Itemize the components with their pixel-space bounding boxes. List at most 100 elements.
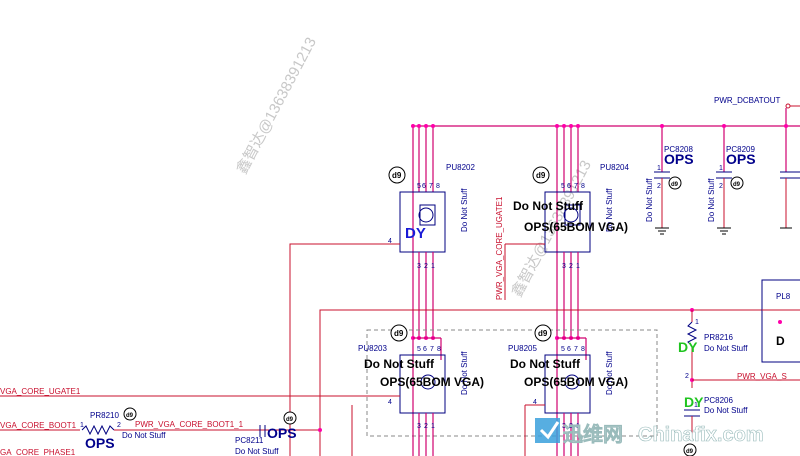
svg-text:7: 7 — [429, 183, 433, 190]
svg-text:1: 1 — [576, 423, 580, 430]
svg-text:2: 2 — [657, 183, 661, 190]
chinafix-logo: 迅维网 Chinafix.com — [535, 418, 764, 446]
resistor-pr8216: 1 2 PR8216 Do Not Stuff DY PWR_VGA_S — [678, 308, 800, 388]
partial-d: D — [776, 334, 785, 348]
rail-terminal — [785, 103, 791, 109]
svg-text:4: 4 — [388, 238, 392, 245]
dns-pu8205: Do Not Stuff — [605, 351, 614, 395]
svg-text:d9: d9 — [126, 413, 134, 419]
wire-ugate-pu8202 — [289, 243, 400, 456]
overlay-do-not-stuff-2: Do Not Stuff — [364, 357, 435, 371]
net-label-phase-left: GA_CORE_PHASE1 — [0, 448, 76, 456]
dns-pc8211: Do Not Stuff — [235, 447, 279, 456]
svg-text:1: 1 — [657, 165, 661, 172]
svg-text:7: 7 — [430, 346, 434, 353]
svg-text:5: 5 — [417, 183, 421, 190]
dns-pu8204: Do Not Stuff — [605, 188, 614, 232]
svg-text:8: 8 — [436, 183, 440, 190]
svg-text:d9: d9 — [686, 449, 694, 455]
svg-text:6: 6 — [567, 346, 571, 353]
svg-text:2: 2 — [424, 423, 428, 430]
mark-dy-pu8202: DY — [405, 225, 426, 242]
svg-text:d9: d9 — [538, 329, 548, 338]
svg-text:1: 1 — [431, 423, 435, 430]
dns-pu8203: Do Not Stuff — [460, 351, 469, 395]
cap-pc8206: 1 PC8206 Do Not Stuff DY d9 — [683, 394, 748, 456]
ref-pc8209: PC8209 — [726, 145, 755, 154]
svg-text:d9: d9 — [392, 171, 402, 180]
svg-text:2: 2 — [117, 422, 121, 429]
mark-dy-pr8216: DY — [678, 339, 698, 355]
net-label-pwr-vga-s: PWR_VGA_S — [737, 372, 787, 381]
mark-dy-pc8206: DY — [684, 394, 704, 410]
svg-text:3: 3 — [562, 263, 566, 270]
cap-pc8211: PC8211 OPS Do Not Stuff d9 — [235, 411, 322, 456]
svg-text:4: 4 — [388, 399, 392, 406]
svg-text:6: 6 — [422, 183, 426, 190]
svg-text:2: 2 — [685, 373, 689, 380]
net-label-boot-mid: PWR_VGA_CORE_BOOT1_1 — [135, 420, 244, 429]
svg-text:d9: d9 — [394, 329, 404, 338]
svg-text:d9: d9 — [536, 171, 546, 180]
svg-text:7: 7 — [574, 346, 578, 353]
dns-pc8208: Do Not Stuff — [645, 178, 654, 222]
svg-text:d9: d9 — [733, 182, 741, 188]
cap-pc8208: PC8208 OPS 1 2 Do Not Stuff d9 — [645, 124, 694, 235]
ref-pr8210: PR8210 — [90, 411, 119, 420]
svg-text:2: 2 — [424, 263, 428, 270]
svg-text:d9: d9 — [671, 182, 679, 188]
svg-text:8: 8 — [581, 346, 585, 353]
dns-pr8210: Do Not Stuff — [122, 431, 166, 440]
mosfet-pu8203: 5 6 7 8 4 PU8203 Do Not Stuff d9 3 2 1 — [358, 324, 469, 456]
dns-pu8202: Do Not Stuff — [460, 188, 469, 232]
svg-text:1: 1 — [576, 263, 580, 270]
svg-text:5: 5 — [561, 346, 565, 353]
svg-text:1: 1 — [431, 263, 435, 270]
logo-en: Chinafix.com — [638, 424, 764, 446]
dns-pc8206: Do Not Stuff — [704, 406, 748, 415]
overlay-ops-65bom-3: OPS(65BOM VGA) — [524, 375, 628, 389]
svg-text:2: 2 — [719, 183, 723, 190]
cap-partial-right — [780, 124, 800, 229]
overlay-do-not-stuff-3: Do Not Stuff — [510, 357, 581, 371]
svg-text:1: 1 — [719, 165, 723, 172]
dns-pr8216: Do Not Stuff — [704, 344, 748, 353]
svg-text:3: 3 — [417, 263, 421, 270]
ref-pr8216: PR8216 — [704, 333, 733, 342]
mark-ops-pc8211: OPS — [267, 425, 297, 441]
lower-dashed-box — [366, 329, 658, 437]
dns-pc8209: Do Not Stuff — [707, 178, 716, 222]
logo-cn: 迅维网 — [563, 422, 623, 446]
overlay-ops-65bom-1: OPS(65BOM VGA) — [524, 220, 628, 234]
mark-ops-pc8209: OPS — [726, 151, 756, 167]
ref-pc8206: PC8206 — [704, 396, 733, 405]
overlay-ops-65bom-2: OPS(65BOM VGA) — [380, 375, 484, 389]
mosfet-pu8205: 5 6 7 8 4 PU8205 Do Not Stuff d9 3 2 1 — [508, 324, 614, 456]
watermark-text-1: 鑫智达@13638391213 — [233, 34, 320, 177]
svg-text:3: 3 — [562, 423, 566, 430]
inductor-block-partial: PL8 D — [761, 279, 800, 363]
svg-text:2: 2 — [569, 423, 573, 430]
svg-text:d9: d9 — [286, 417, 294, 423]
svg-text:1: 1 — [695, 319, 699, 326]
net-label-pwr-dcbatout: PWR_DCBATOUT — [714, 96, 780, 105]
ref-pl8-partial: PL8 — [776, 292, 791, 301]
svg-text:8: 8 — [437, 346, 441, 353]
mosfet-pu8204: 5 6 7 8 PU8204 Do Not Stuff d9 3 2 1 — [532, 124, 629, 338]
svg-text:8: 8 — [581, 183, 585, 190]
net-label-ugate-left: VGA_CORE_UGATE1 — [0, 387, 81, 396]
svg-text:1: 1 — [694, 402, 698, 409]
cap-pc8209: PC8209 OPS 1 2 Do Not Stuff d9 — [707, 124, 756, 235]
rail-pwr-dcbatout: PWR_DCBATOUT — [413, 96, 800, 127]
ref-pu8205: PU8205 — [508, 344, 537, 353]
svg-text:5: 5 — [417, 346, 421, 353]
ref-pc8211: PC8211 — [235, 436, 264, 445]
svg-text:3: 3 — [417, 423, 421, 430]
svg-text:2: 2 — [569, 263, 573, 270]
svg-text:4: 4 — [533, 399, 537, 406]
resistor-pr8210: 1 2 PR8210 OPS Do Not Stuff d9 PWR_VGA_C… — [0, 407, 320, 451]
net-label-boot-left: VGA_CORE_BOOT1 — [0, 421, 77, 430]
mark-ops-pc8208: OPS — [664, 151, 694, 167]
ref-pu8202: PU8202 — [446, 163, 475, 172]
